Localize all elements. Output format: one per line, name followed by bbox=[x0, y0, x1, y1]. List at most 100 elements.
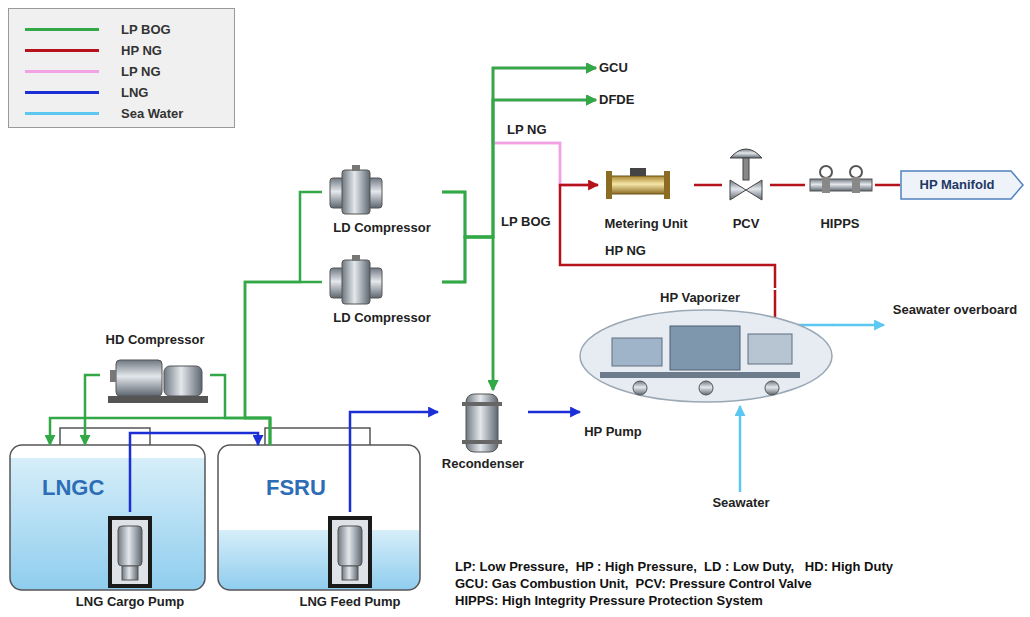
storage-tank: FSRU bbox=[218, 445, 420, 590]
feed-pump-icon-part bbox=[332, 520, 368, 584]
flow-line bbox=[770, 184, 805, 187]
feed-pump-icon bbox=[328, 516, 372, 588]
abbreviation-note: GCU: Gas Combustion Unit, PCV: Pressure … bbox=[455, 575, 812, 592]
legend-row: LP BOG bbox=[9, 21, 234, 39]
cargo-pump-icon-part bbox=[122, 566, 138, 580]
node-text: LNG Cargo Pump bbox=[76, 594, 184, 610]
flow-line bbox=[350, 412, 438, 512]
abbreviation-note: LP: Low Pressure, HP : High Pressure, LD… bbox=[455, 558, 893, 575]
vaporizer-illustration-part bbox=[670, 326, 740, 370]
hd-compressor-icon-part bbox=[110, 370, 116, 382]
legend-swatch bbox=[25, 112, 99, 115]
node-text: HIPPS bbox=[820, 216, 859, 232]
hipps-icon bbox=[810, 166, 872, 193]
recondenser-icon-part bbox=[462, 440, 502, 444]
pump-unit: LNG Cargo Pump bbox=[68, 512, 192, 612]
hipps-icon-part bbox=[820, 166, 832, 178]
flow-label: LP NG bbox=[505, 122, 549, 138]
vaporizer-illustration-part bbox=[633, 381, 647, 395]
node-text: HP Manifold bbox=[920, 177, 995, 193]
node-text: LD Compressor bbox=[333, 220, 431, 236]
flow-line bbox=[50, 418, 270, 445]
vaporizer-illustration bbox=[580, 290, 834, 402]
flow-line bbox=[528, 411, 580, 414]
flow-line bbox=[560, 185, 775, 288]
inlet-label: Seawater bbox=[705, 492, 777, 514]
metering-unit-icon-part bbox=[610, 176, 666, 194]
flow-line bbox=[875, 184, 900, 187]
ld-compressor-icon bbox=[330, 165, 382, 214]
node-text: Recondenser bbox=[442, 456, 524, 472]
legend-text: LP BOG bbox=[121, 22, 171, 38]
feed-pump-icon-part bbox=[342, 566, 358, 580]
destination-label: DFDE bbox=[596, 90, 644, 110]
node-text: HD Compressor bbox=[106, 332, 205, 348]
legend-row: LNG bbox=[9, 84, 234, 102]
flow-line bbox=[442, 237, 493, 390]
fsru-tank-part bbox=[218, 445, 420, 590]
destination-label: GCU bbox=[596, 58, 640, 78]
node-text: GCU bbox=[599, 60, 628, 76]
flow-line bbox=[85, 375, 100, 445]
feed-pump-icon-part bbox=[338, 526, 362, 566]
node-text: HP Pump bbox=[584, 424, 642, 440]
pressure-control-valve-icon-part bbox=[730, 180, 762, 200]
vaporizer-illustration-part bbox=[600, 372, 800, 378]
abbreviation-note: HIPPS: High Integrity Pressure Protectio… bbox=[455, 592, 763, 609]
cargo-pump-icon-part bbox=[112, 520, 148, 584]
node-text: Seawater bbox=[712, 495, 769, 511]
compressor-unit: HD Compressor bbox=[100, 330, 210, 410]
recondenser-icon bbox=[462, 394, 502, 452]
outlet-label: Seawater overboard bbox=[884, 300, 1026, 334]
fsru-tank-part bbox=[218, 445, 420, 590]
manifold-arrow: HP Manifold bbox=[900, 170, 1024, 200]
metering-unit-icon-part bbox=[606, 171, 612, 199]
metering-unit-icon bbox=[606, 168, 670, 199]
node-text: LD Compressor bbox=[333, 310, 431, 326]
ld-compressor-icon-part bbox=[352, 255, 360, 261]
pressure-control-valve-icon bbox=[730, 149, 762, 200]
node-text: Seawater overboard bbox=[893, 302, 1017, 318]
hipps-icon-part bbox=[810, 179, 872, 191]
lngc-tank-part bbox=[10, 445, 205, 590]
legend-row: LP NG bbox=[9, 63, 234, 81]
node-text: LNGC bbox=[42, 475, 104, 501]
flow-line bbox=[130, 433, 258, 512]
metering-unit-icon-part bbox=[630, 168, 646, 176]
ld-compressor-icon-part bbox=[342, 170, 370, 214]
feed-pump-icon-part bbox=[328, 516, 372, 588]
legend-row: HP NG bbox=[9, 42, 234, 60]
manifold-outline-shape bbox=[901, 171, 1023, 199]
legend-swatch bbox=[25, 70, 99, 73]
node-text: PCV bbox=[733, 216, 760, 232]
legend-text: LNG bbox=[121, 85, 148, 101]
vaporizer-unit: HP Vaporizer bbox=[575, 288, 833, 406]
flow-line bbox=[833, 324, 884, 327]
cargo-pump-icon-part bbox=[108, 516, 152, 588]
storage-tank: LNGC bbox=[10, 445, 205, 590]
flow-line bbox=[493, 100, 598, 185]
metering-unit: Metering Unit bbox=[598, 160, 694, 234]
legend-text: HP NG bbox=[121, 43, 162, 59]
legend-swatch bbox=[25, 91, 99, 94]
flow-line bbox=[493, 68, 598, 185]
legend-row: Sea Water bbox=[9, 105, 234, 123]
cargo-pump-icon-part bbox=[118, 526, 142, 566]
hipps-icon-part bbox=[850, 166, 862, 178]
vaporizer-illustration-part bbox=[765, 381, 779, 395]
flow-line bbox=[245, 192, 322, 445]
pump-unit: LNG Feed Pump bbox=[290, 512, 410, 612]
hipps-icon-part bbox=[822, 177, 830, 193]
node-text: DFDE bbox=[599, 92, 634, 108]
legend-swatch bbox=[25, 28, 99, 31]
vaporizer-illustration-part bbox=[699, 381, 713, 395]
legend-text: Sea Water bbox=[121, 106, 183, 122]
legend-box: LP BOG HP NG LP NG LNG Sea Water bbox=[8, 8, 235, 128]
metering-unit-icon-part bbox=[664, 171, 670, 199]
hd-compressor-icon-part bbox=[164, 366, 202, 396]
cargo-pump-icon bbox=[108, 516, 152, 588]
ld-compressor-icon bbox=[330, 255, 382, 304]
lngc-tank-part bbox=[10, 458, 205, 590]
vaporizer-illustration-part bbox=[612, 338, 662, 366]
